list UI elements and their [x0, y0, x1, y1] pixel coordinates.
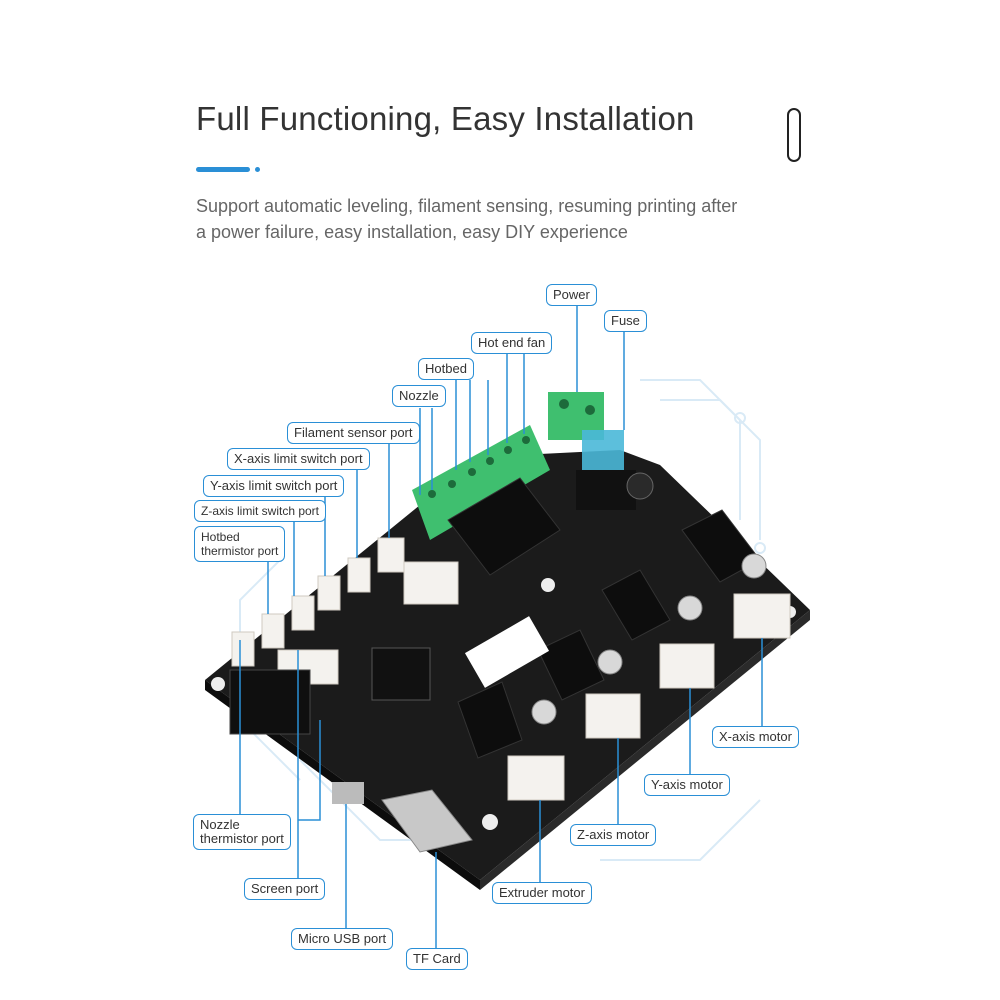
- callout-screen-port: Screen port: [244, 878, 326, 900]
- terminal-block: [412, 425, 550, 540]
- description-line-2: a power failure, easy installation, easy…: [196, 222, 628, 242]
- scroll-indicator-icon[interactable]: [787, 108, 801, 162]
- circuit-background: [239, 379, 766, 861]
- hotbed-thermistor-line-2: thermistor port: [201, 544, 279, 558]
- callout-hot-end-fan: Hot end fan: [471, 332, 553, 354]
- fuse-component: [576, 430, 654, 510]
- micro-usb-socket: [332, 782, 364, 804]
- callout-filament-sensor-port: Filament sensor port: [287, 422, 420, 444]
- mcu-chip: [371, 647, 431, 701]
- callout-hotbed-thermistor-port: Hotbed thermistor port: [194, 526, 286, 562]
- title-underline-dot: [255, 167, 260, 172]
- nozzle-thermistor-line-1: Nozzle: [200, 817, 240, 832]
- callout-hotbed: Hotbed: [418, 358, 474, 380]
- description-line-1: Support automatic leveling, filament sen…: [196, 196, 738, 216]
- title-underline: [196, 167, 250, 172]
- callout-nozzle-thermistor-port: Nozzle thermistor port: [193, 814, 291, 850]
- hotbed-thermistor-line-1: Hotbed: [201, 530, 240, 544]
- callout-z-limit-switch-port: Z-axis limit switch port: [194, 500, 327, 522]
- jst-connectors: [231, 537, 791, 801]
- callout-y-limit-switch-port: Y-axis limit switch port: [203, 475, 345, 497]
- heatsinks: [447, 477, 761, 759]
- nozzle-thermistor-line-2: thermistor port: [200, 831, 284, 846]
- callout-extruder-motor: Extruder motor: [492, 882, 592, 904]
- tf-card-slot: [381, 789, 473, 853]
- callout-y-axis-motor: Y-axis motor: [644, 774, 730, 796]
- screen-connector: [229, 669, 311, 735]
- capacitors: [531, 553, 767, 725]
- callout-fuse: Fuse: [604, 310, 647, 332]
- callout-micro-usb-port: Micro USB port: [291, 928, 394, 950]
- sticker-label: [464, 616, 550, 688]
- callout-nozzle: Nozzle: [392, 385, 446, 407]
- callout-x-axis-motor: X-axis motor: [712, 726, 799, 748]
- callout-x-limit-switch-port: X-axis limit switch port: [227, 448, 370, 470]
- feature-description: Support automatic leveling, filament sen…: [196, 193, 796, 245]
- callout-tf-card: TF Card: [406, 948, 468, 970]
- page-title: Full Functioning, Easy Installation: [196, 100, 695, 137]
- callout-leader-lines: [239, 306, 763, 948]
- callout-power: Power: [546, 284, 597, 306]
- callout-z-axis-motor: Z-axis motor: [570, 824, 657, 846]
